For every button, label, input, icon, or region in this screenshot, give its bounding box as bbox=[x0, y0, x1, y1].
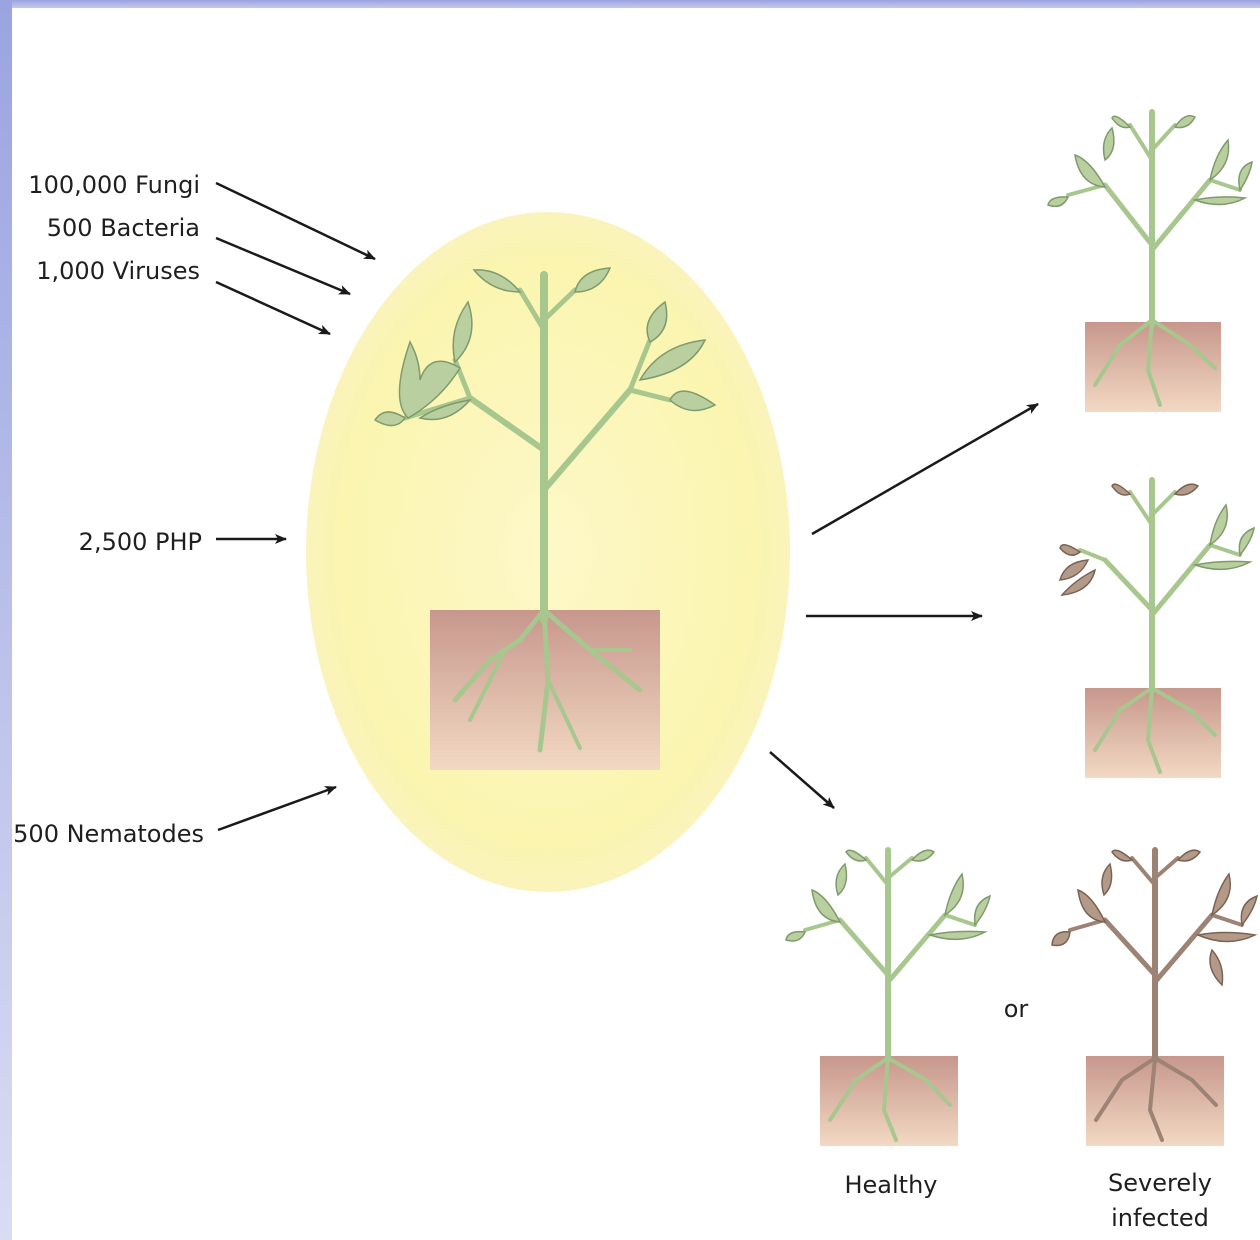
label-viruses: 1,000 Viruses bbox=[36, 257, 200, 285]
label-healthy: Healthy bbox=[844, 1171, 937, 1199]
arrow-bacteria bbox=[216, 238, 350, 294]
arrow-viruses bbox=[216, 282, 330, 334]
plant-top-right bbox=[1048, 112, 1252, 412]
top-frame-bar bbox=[0, 0, 1260, 8]
plant-bottom-infected bbox=[1052, 850, 1257, 1146]
label-nematodes: 500 Nematodes bbox=[13, 820, 204, 848]
arrow-to-top-plant bbox=[812, 404, 1038, 534]
outgoing-arrows bbox=[770, 404, 1038, 808]
label-severely: Severely bbox=[1108, 1169, 1212, 1197]
plant-bottom-healthy bbox=[786, 850, 990, 1146]
arrow-nematodes bbox=[218, 787, 336, 830]
label-bacteria: 500 Bacteria bbox=[47, 214, 200, 242]
label-or: or bbox=[1004, 995, 1029, 1023]
arrow-to-bottom-plants bbox=[770, 752, 834, 808]
left-frame-bar bbox=[0, 0, 12, 1240]
label-fungi: 100,000 Fungi bbox=[28, 171, 200, 199]
label-php: 2,500 PHP bbox=[79, 528, 202, 556]
label-infected: infected bbox=[1111, 1204, 1209, 1232]
plant-middle-right bbox=[1060, 480, 1254, 778]
